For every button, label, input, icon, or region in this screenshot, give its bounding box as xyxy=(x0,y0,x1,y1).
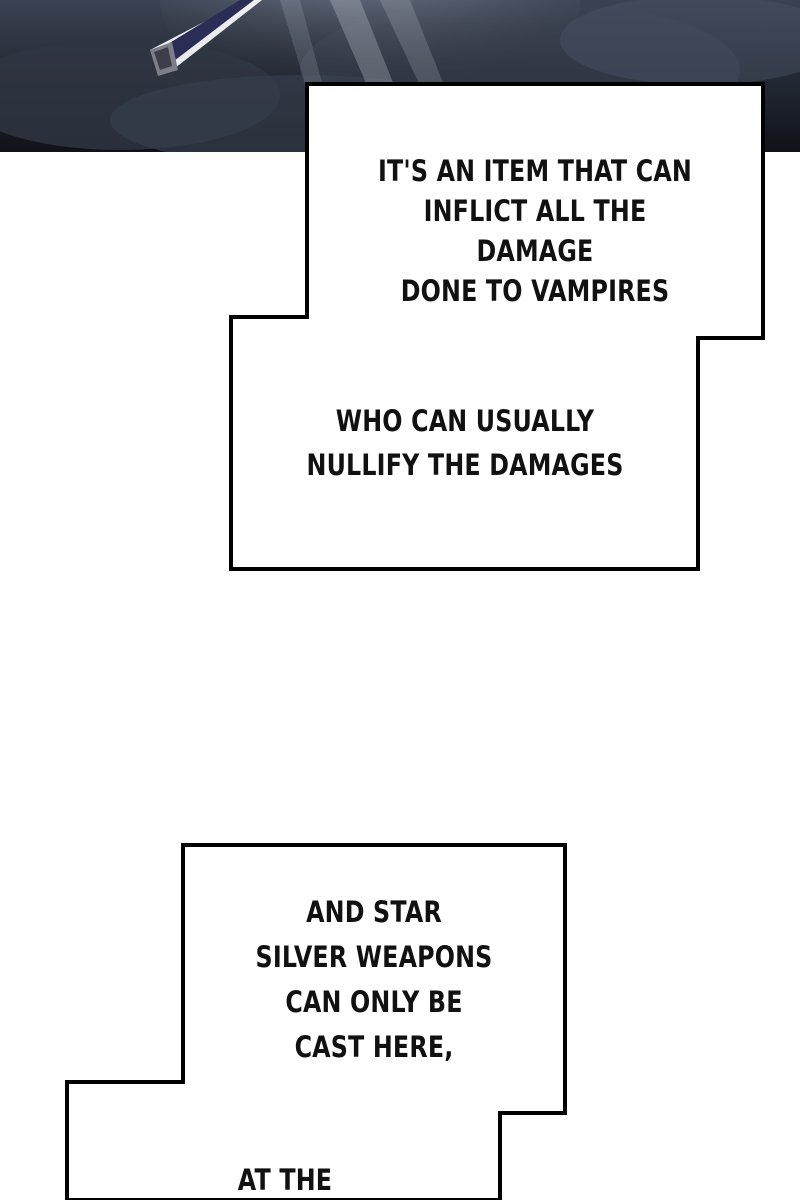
caption-text-2: WHO CAN USUALLY NULLIFY THE DAMAGES xyxy=(306,404,624,482)
caption-text-4: AT THE xyxy=(237,1163,333,1197)
caption-box-2 xyxy=(65,843,567,1200)
caption-box-1 xyxy=(229,82,765,571)
caption-text-3: AND STAR SILVER WEAPONS CAN ONLY BE CAST… xyxy=(255,895,493,1064)
glowing-blade-icon xyxy=(150,0,262,76)
caption-text-1: IT'S AN ITEM THAT CAN INFLICT ALL THE DA… xyxy=(378,154,692,308)
